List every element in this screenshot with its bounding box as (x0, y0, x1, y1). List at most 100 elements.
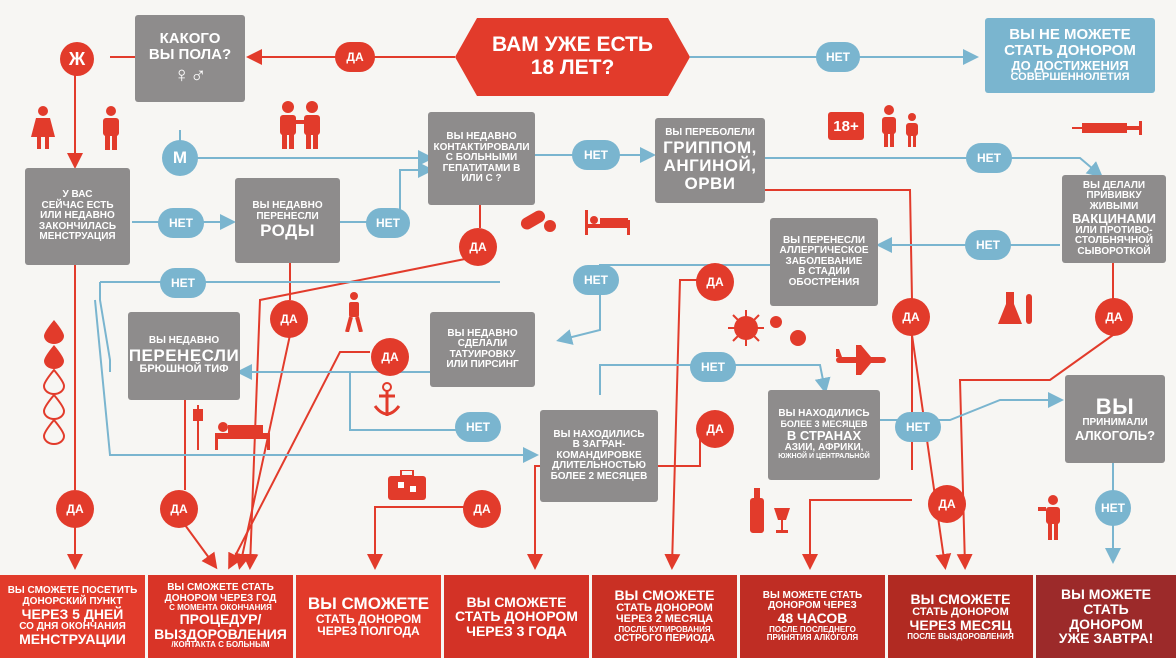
no-pill-birth: НЕТ (366, 208, 410, 238)
outcome-3-l2: СТАТЬ ДОНОРОМ (455, 608, 578, 625)
yes-pill-birth: ДА (270, 300, 308, 338)
outcome-1-l1: ВЫ СМОЖЕТЕ СТАТЬ (167, 582, 274, 594)
allergy-l1: ВЫ ПЕРЕНЕСЛИ (782, 234, 866, 246)
countries-l4: АЗИИ, АФРИКИ, (784, 441, 864, 453)
start-line1: ВАМ УЖЕ ЕСТЬ (491, 32, 654, 56)
pills-icon (520, 210, 556, 232)
airplane-icon (836, 345, 886, 375)
outcome-48-hours: ВЫ МОЖЕТЕ СТАТЬ ДОНОРОМ ЧЕРЕЗ 48 ЧАСОВ П… (740, 575, 885, 658)
allergy-l5: ОБОСТРЕНИЯ (788, 276, 860, 288)
countries-l5: ЮЖНОЙ И ЦЕНТРАЛЬНОЙ (778, 453, 870, 461)
typhoid-l2: ПЕРЕНЕСЛИ (128, 345, 240, 365)
alcohol-l3: АЛКОГОЛЬ? (1074, 427, 1156, 443)
flask-icon (998, 292, 1032, 324)
outcome-1-l3: С МОМЕНТА ОКОНЧАНИЯ (169, 603, 272, 613)
outcome-6-l2: СТАТЬ ДОНОРОМ (912, 605, 1009, 618)
too-young-l3: ДО ДОСТИЖЕНИЯ (1011, 57, 1129, 73)
outcome-2-l3: ЧЕРЕЗ ПОЛГОДА (317, 624, 420, 639)
outcome-5-l1: ВЫ МОЖЕТЕ СТАТЬ (762, 589, 863, 601)
typhoid-l1: ВЫ НЕДАВНО (148, 335, 220, 347)
standing-person-icon (1038, 495, 1060, 540)
anchor-icon (373, 382, 401, 416)
vaccine-l5: СТОЛБНЯЧНОЙ (1074, 235, 1154, 247)
outcome-4-l1: ВЫ СМОЖЕТЕ (614, 587, 715, 604)
blood-drops-icon (42, 320, 66, 445)
typhoid-l3: БРЮШНОЙ ТИФ (139, 363, 229, 376)
outcome-two-months: ВЫ СМОЖЕТЕ СТАТЬ ДОНОРОМ ЧЕРЕЗ 2 МЕСЯЦА … (592, 575, 737, 658)
vaccine-l6: СЫВОРОТКОЙ (1077, 245, 1151, 257)
allergy-l3: ЗАБОЛЕВАНИЕ (785, 255, 863, 267)
abroad-l1: ВЫ НАХОДИЛИСЬ (553, 428, 645, 440)
countries-l3: В СТРАНАХ (786, 428, 862, 444)
hepatitis-l5: ИЛИ С ? (461, 173, 502, 185)
tattoo-l4: ИЛИ ПИРСИНГ (446, 359, 519, 370)
yes-pill-age: ДА (335, 42, 375, 72)
too-young-l4: СОВЕРШЕННОЛЕТИЯ (1010, 71, 1130, 84)
age-18-badge: 18+ (828, 112, 864, 140)
yes-pill-menstruation: ДА (56, 490, 94, 528)
gender-l2: ВЫ ПОЛА? (148, 45, 232, 63)
vaccine-l1: ВЫ ДЕЛАЛИ (1082, 179, 1146, 191)
yes-pill-alcohol: ДА (928, 485, 966, 523)
outcome-4-l5: ОСТРОГО ПЕРИОДА (614, 633, 715, 645)
outcome-0-l4: СО ДНЯ ОКОНЧАНИЯ (19, 620, 126, 632)
outcome-3-l1: ВЫ СМОЖЕТЕ (466, 593, 567, 610)
menstruation-l1: У ВАС (62, 189, 93, 201)
outcome-6-l4: ПОСЛЕ ВЫЗДОРОВЛЕНИЯ (907, 631, 1014, 641)
outcome-0-l5: МЕНСТРУАЦИИ (19, 631, 126, 648)
outcome-6-l1: ВЫ СМОЖЕТЕ (910, 591, 1011, 608)
vaccine-l3: ВАКЦИНАМИ (1072, 211, 1156, 227)
flu-l1: ВЫ ПЕРЕБОЛЕЛИ (665, 127, 755, 139)
yes-pill-tattoo: ДА (371, 338, 409, 376)
gender-box: КАКОГО ВЫ ПОЛА? ♀♂ (135, 15, 245, 102)
no-pill-countries: НЕТ (895, 412, 941, 442)
yes-pill-vaccine: ДА (1095, 298, 1133, 336)
too-young-box: ВЫ НЕ МОЖЕТЕ СТАТЬ ДОНОРОМ ДО ДОСТИЖЕНИЯ… (985, 18, 1155, 93)
wine-icon (750, 488, 790, 533)
male-badge: М (162, 140, 198, 176)
abroad-l3: КОМАНДИРОВКЕ (556, 449, 642, 461)
yes-pill-countries: ДА (696, 410, 734, 448)
outcome-one-month: ВЫ СМОЖЕТЕ СТАТЬ ДОНОРОМ ЧЕРЕЗ МЕСЯЦ ПОС… (888, 575, 1033, 658)
no-pill-menstruation: НЕТ (158, 208, 204, 238)
outcome-6-l3: ЧЕРЕЗ МЕСЯЦ (909, 617, 1012, 634)
abroad-l4: ДЛИТЕЛЬНОСТЬЮ (552, 460, 646, 472)
outcome-1-l5: ВЫЗДОРОВЛЕНИЯ (154, 625, 287, 642)
suitcase-icon (388, 470, 426, 500)
hospital-bed-icon (585, 210, 630, 235)
yes-pill-abroad: ДА (463, 490, 501, 528)
walking-person-icon (345, 292, 363, 332)
birth-box: ВЫ НЕДАВНО ПЕРЕНЕСЛИ РОДЫ (235, 178, 340, 263)
vaccine-l2: ПРИВИВКУ ЖИВЫМИ (1086, 190, 1142, 212)
outcome-4-l4: ПОСЛЕ КУПИРОВАНИЯ (618, 624, 711, 634)
outcome-one-year: ВЫ СМОЖЕТЕ СТАТЬ ДОНОРОМ ЧЕРЕЗ ГОД С МОМ… (148, 575, 293, 658)
vaccine-l4: ИЛИ ПРОТИВО- (1075, 224, 1153, 236)
no-pill-typhoid: НЕТ (160, 268, 206, 298)
outcome-4-l2: СТАТЬ ДОНОРОМ (616, 601, 713, 614)
outcome-0-l1: ВЫ СМОЖЕТЕ ПОСЕТИТЬ (7, 585, 138, 597)
birth-l2: ПЕРЕНЕСЛИ (256, 210, 319, 222)
allergy-l4: В СТАДИИ (798, 266, 850, 278)
alcohol-box: ВЫ ПРИНИМАЛИ АЛКОГОЛЬ? (1065, 375, 1165, 463)
vaccine-box: ВЫ ДЕЛАЛИ ПРИВИВКУ ЖИВЫМИ ВАКЦИНАМИ ИЛИ … (1062, 175, 1166, 263)
hepatitis-box: ВЫ НЕДАВНО КОНТАКТИРОВАЛИ С БОЛЬНЫМИ ГЕП… (428, 112, 535, 205)
outcome-5-l4: ПОСЛЕ ПОСЛЕДНЕГО (769, 624, 856, 634)
abroad-l5: БОЛЕЕ 2 МЕСЯЦЕВ (550, 470, 648, 482)
outcome-1-l4: ПРОЦЕДУР/ (179, 611, 262, 628)
outcome-5-l5: ПРИНЯТИЯ АЛКОГОЛЯ (766, 633, 859, 643)
flu-box: ВЫ ПЕРЕБОЛЕЛИ ГРИППОМ, АНГИНОЙ, ОРВИ (655, 118, 765, 203)
countries-l1: ВЫ НАХОДИЛИСЬ (778, 408, 870, 420)
alcohol-l1: ВЫ (1095, 394, 1135, 420)
no-pill-alcohol: НЕТ (1095, 490, 1131, 526)
hospital-iv-icon (193, 405, 270, 450)
flu-l2: ГРИППОМ, (663, 137, 757, 157)
abroad-box: ВЫ НАХОДИЛИСЬ В ЗАГРАН- КОМАНДИРОВКЕ ДЛИ… (540, 410, 658, 502)
tattoo-l2: СДЕЛАЛИ (457, 338, 508, 349)
tattoo-box: ВЫ НЕДАВНО СДЕЛАЛИ ТАТУИРОВКУ ИЛИ ПИРСИН… (430, 312, 535, 387)
outcome-menstruation: ВЫ СМОЖЕТЕ ПОСЕТИТЬ ДОНОРСКИЙ ПУНКТ ЧЕРЕ… (0, 575, 145, 658)
allergy-l2: АЛЛЕРГИЧЕСКОЕ (779, 245, 869, 257)
outcome-2-l2: СТАТЬ ДОНОРОМ (315, 611, 422, 626)
hepatitis-l3: С БОЛЬНЫМИ (445, 152, 518, 164)
yes-pill-hepatitis: ДА (459, 228, 497, 266)
